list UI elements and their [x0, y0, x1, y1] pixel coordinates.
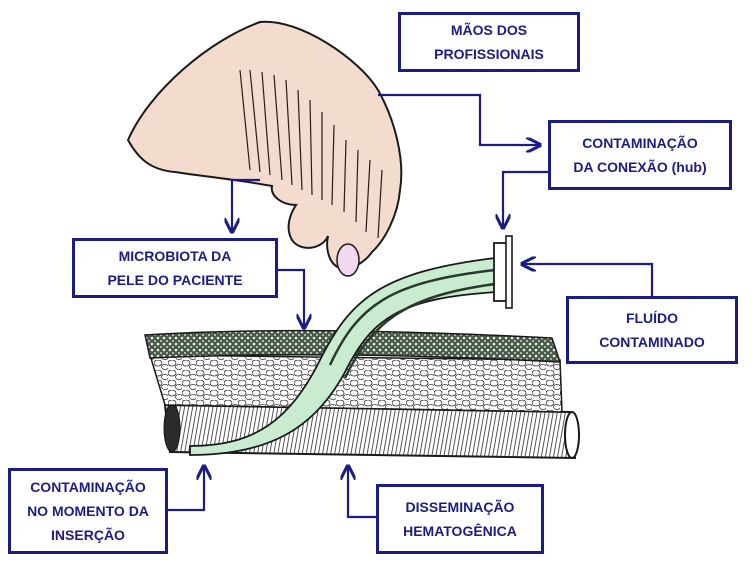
label-maos-line-2: PROFISSIONAIS — [434, 46, 544, 62]
label-fluido-contaminado: FLUÍDO CONTAMINADO — [566, 296, 738, 364]
arrow-conexao-to-hub — [503, 170, 548, 228]
label-maos-line-1: MÃOS DOS — [450, 22, 528, 38]
label-microbiota-line-1: MICROBIOTA DA — [118, 248, 232, 264]
label-contaminacao-conexao: CONTAMINAÇÃO DA CONEXÃO (hub) — [548, 120, 732, 190]
label-conexao-line-1: CONTAMINAÇÃO — [582, 135, 698, 151]
arrow-insercao-to-skin — [168, 466, 204, 512]
label-microbiota-pele: MICROBIOTA DA PELE DO PACIENTE — [72, 238, 278, 298]
label-insercao-line-1: CONTAMINAÇÃO — [30, 479, 146, 495]
label-maos-dos-profissionais: MÃOS DOS PROFISSIONAIS — [398, 12, 580, 72]
arrow-microbiota-to-skin — [276, 268, 304, 328]
label-conexao-line-2: DA CONEXÃO (hub) — [573, 159, 707, 175]
label-microbiota-line-2: PELE DO PACIENTE — [107, 272, 243, 288]
label-hematogenica-line-1: DISSEMINAÇÃO — [405, 499, 515, 515]
skin-tissue-illustration — [144, 329, 580, 460]
arrow-hand-to-microbiota — [232, 178, 260, 232]
catheter-hub-illustration — [493, 235, 513, 309]
arrow-maos-to-conexao — [378, 93, 540, 145]
label-insercao-line-2: NO MOMENTO DA — [27, 503, 149, 519]
arrow-fluido-to-hub — [522, 264, 654, 296]
hand-illustration — [126, 20, 403, 277]
label-disseminacao-hematogenica: DISSEMINAÇÃO HEMATOGÊNICA — [376, 484, 544, 554]
label-hematogenica-line-2: HEMATOGÊNICA — [403, 523, 517, 539]
label-fluido-line-2: CONTAMINADO — [599, 334, 705, 350]
label-fluido-line-1: FLUÍDO — [625, 310, 679, 326]
label-insercao-line-3: INSERÇÃO — [51, 527, 125, 543]
arrow-hematogenica-to-vessel — [348, 466, 378, 519]
label-contaminacao-insercao: CONTAMINAÇÃO NO MOMENTO DA INSERÇÃO — [8, 468, 168, 554]
